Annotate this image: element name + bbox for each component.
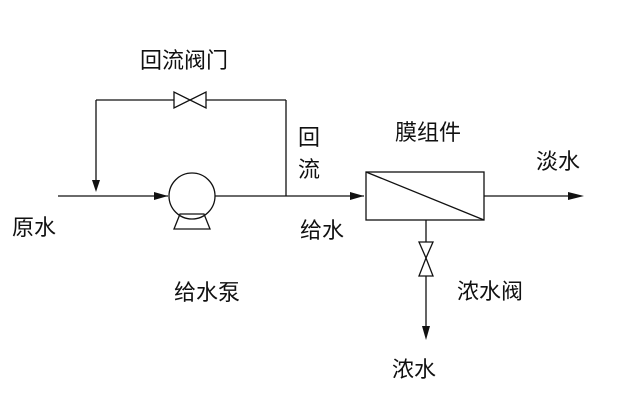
concentrate-valve-label: 浓水阀 <box>457 280 524 305</box>
reflux-label-char2: 流 <box>298 158 321 183</box>
fresh-water-label: 淡水 <box>536 150 581 175</box>
membrane-module-label: 膜组件 <box>395 121 462 146</box>
raw-water-label: 原水 <box>12 216 57 241</box>
concentrate-label: 浓水 <box>392 358 437 383</box>
pump-icon <box>168 172 216 230</box>
feed-water-arrow <box>350 192 364 200</box>
feed-pump-label: 给水泵 <box>174 281 241 306</box>
concentrate-arrow <box>422 326 430 340</box>
fresh-water-arrow <box>568 192 584 200</box>
reflux-label-char1: 回 <box>298 126 321 151</box>
feed-water-label: 给水 <box>300 219 345 244</box>
concentrate-valve-icon <box>418 241 434 277</box>
bypass-valve-label: 回流阀门 <box>140 49 229 74</box>
bypass-valve-icon <box>173 90 207 110</box>
bypass-return-arrow <box>92 180 100 192</box>
membrane-module-icon <box>365 171 485 221</box>
raw-water-arrow <box>154 192 168 200</box>
